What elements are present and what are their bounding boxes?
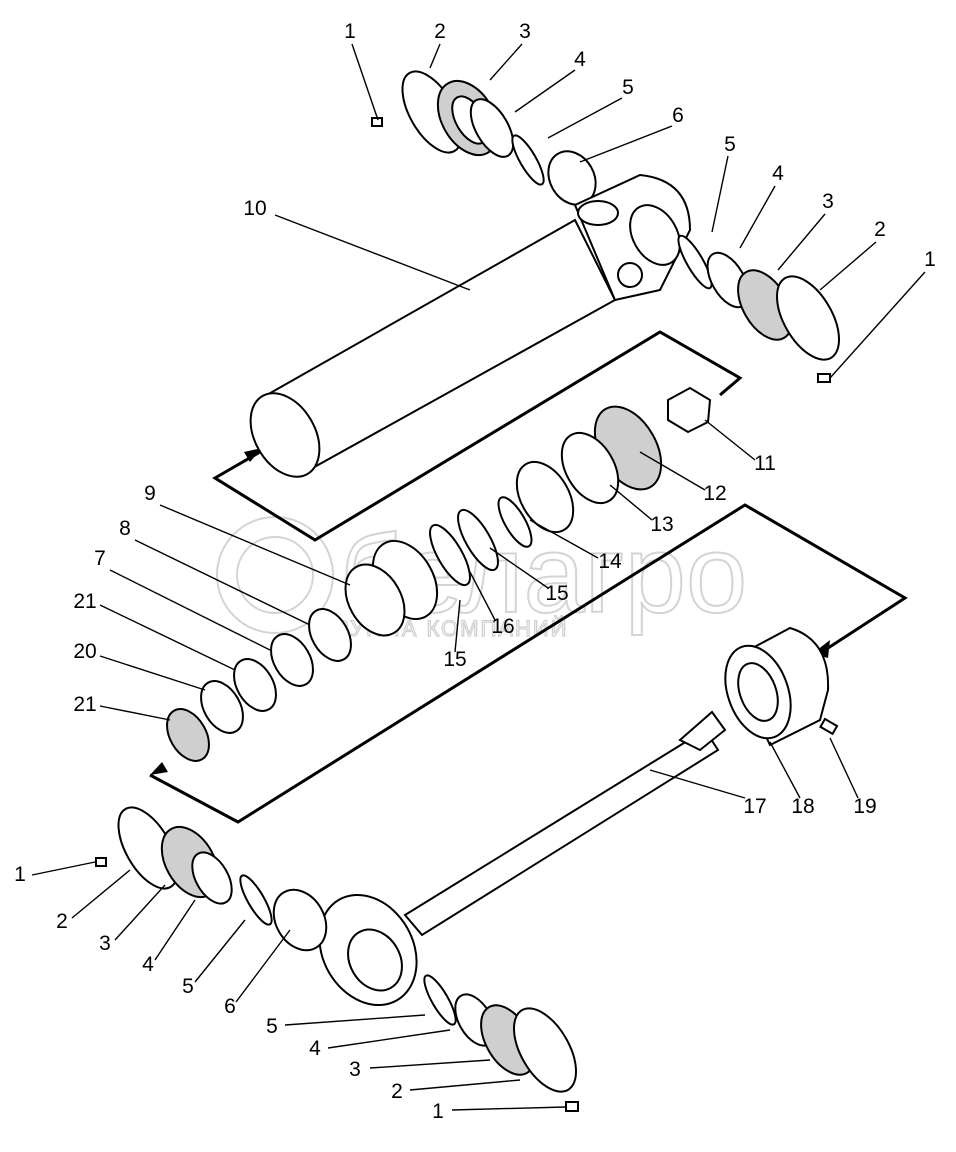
leader-line bbox=[114, 884, 166, 941]
leader-line bbox=[99, 705, 171, 721]
leader-line bbox=[284, 1014, 426, 1026]
callout-label-3: 3 bbox=[349, 1058, 361, 1081]
callout-label-6: 6 bbox=[224, 995, 236, 1018]
callout-label-5: 5 bbox=[182, 975, 194, 998]
leader-line bbox=[711, 155, 729, 233]
callout-label-7: 7 bbox=[94, 547, 106, 570]
leader-line bbox=[514, 69, 576, 113]
bottom-right-gland-group bbox=[423, 974, 579, 1112]
callout-label-5: 5 bbox=[266, 1015, 278, 1038]
callout-label-17: 17 bbox=[743, 795, 766, 818]
leader-line bbox=[819, 241, 877, 291]
callout-label-4: 4 bbox=[574, 48, 586, 71]
assembly-path-lower bbox=[149, 503, 908, 824]
callout-label-18: 18 bbox=[791, 795, 814, 818]
leader-line bbox=[739, 185, 776, 249]
leader-line bbox=[579, 125, 673, 163]
assembly-path-upper bbox=[212, 330, 743, 542]
callout-label-3: 3 bbox=[99, 932, 111, 955]
leader-line bbox=[649, 769, 746, 799]
leader-line bbox=[777, 213, 826, 271]
callout-label-5: 5 bbox=[622, 76, 634, 99]
leader-line bbox=[109, 569, 271, 651]
callout-label-1: 1 bbox=[924, 248, 936, 271]
leader-line bbox=[351, 43, 379, 121]
callout-label-2: 2 bbox=[56, 910, 68, 933]
callout-label-19: 19 bbox=[853, 795, 876, 818]
cylinder-barrel bbox=[249, 173, 692, 478]
right-gland-group bbox=[677, 234, 840, 383]
rod-eye-nut bbox=[724, 626, 839, 747]
callout-label-13: 13 bbox=[650, 513, 673, 536]
leader-line bbox=[154, 899, 196, 961]
leader-line bbox=[159, 504, 351, 586]
callout-label-11: 11 bbox=[754, 452, 776, 475]
leader-line bbox=[429, 43, 441, 69]
leader-line bbox=[454, 599, 461, 653]
leader-line bbox=[409, 1079, 521, 1091]
leader-line bbox=[194, 919, 246, 983]
callout-label-12: 12 bbox=[703, 482, 726, 505]
leader-line bbox=[274, 214, 471, 291]
callout-label-3: 3 bbox=[519, 20, 531, 43]
leader-line bbox=[704, 419, 756, 461]
leader-line bbox=[99, 604, 236, 671]
leader-line bbox=[369, 1059, 491, 1069]
callout-label-6: 6 bbox=[672, 104, 684, 127]
callout-label-15: 15 bbox=[443, 648, 466, 671]
callout-label-10: 10 bbox=[243, 197, 266, 220]
callout-label-16: 16 bbox=[491, 615, 514, 638]
leader-line bbox=[489, 547, 549, 589]
leader-line bbox=[451, 1106, 566, 1111]
leader-line bbox=[469, 571, 496, 621]
leader-line bbox=[99, 655, 206, 691]
callout-label-20: 20 bbox=[73, 640, 96, 663]
callout-label-8: 8 bbox=[119, 517, 131, 540]
leader-line bbox=[609, 484, 653, 521]
leader-line bbox=[71, 869, 131, 919]
bottom-left-gland-group bbox=[95, 806, 328, 952]
leader-line bbox=[829, 737, 859, 799]
leader-line bbox=[769, 741, 801, 799]
callout-label-14: 14 bbox=[598, 550, 622, 573]
callout-label-2: 2 bbox=[391, 1080, 403, 1103]
piston-rod bbox=[318, 710, 727, 1007]
callout-label-9: 9 bbox=[144, 482, 156, 505]
top-gland-group bbox=[371, 70, 597, 206]
callout-label-15: 15 bbox=[545, 582, 568, 605]
callout-label-3: 3 bbox=[822, 190, 834, 213]
leader-line bbox=[235, 929, 291, 1003]
callout-label-5: 5 bbox=[724, 133, 736, 156]
leader-line bbox=[529, 519, 599, 559]
callout-label-1: 1 bbox=[344, 20, 356, 43]
callout-label-4: 4 bbox=[142, 953, 154, 976]
callout-label-21: 21 bbox=[73, 590, 96, 613]
leader-line bbox=[489, 43, 523, 81]
callout-label-1: 1 bbox=[432, 1100, 444, 1123]
callout-label-4: 4 bbox=[309, 1037, 321, 1060]
leader-line bbox=[31, 861, 96, 876]
leader-line bbox=[327, 1029, 451, 1049]
callout-label-2: 2 bbox=[434, 20, 446, 43]
leader-line bbox=[547, 97, 623, 139]
callout-label-4: 4 bbox=[772, 162, 784, 185]
callout-label-21: 21 bbox=[73, 693, 96, 716]
leader-line bbox=[829, 271, 926, 379]
piston-group bbox=[166, 386, 712, 762]
leader-line bbox=[639, 451, 706, 491]
leader-line bbox=[134, 539, 311, 626]
callout-label-1: 1 bbox=[14, 863, 26, 886]
callout-label-2: 2 bbox=[874, 218, 886, 241]
